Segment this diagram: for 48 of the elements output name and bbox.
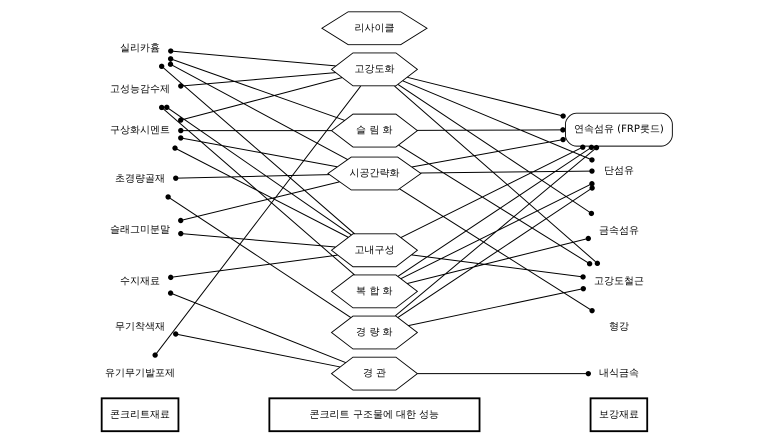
connector: [418, 370, 592, 376]
node-box: 보강재료: [590, 397, 648, 432]
node-text: 유기무기발포제: [105, 368, 176, 380]
connector: [164, 104, 352, 236]
node-box: 콘크리트재료: [100, 397, 180, 432]
connector: [417, 127, 566, 133]
node-box: 연속섬유 (FRP롯드): [564, 112, 673, 147]
node-text: 초경량골재: [115, 174, 166, 185]
connector: [178, 135, 338, 168]
connector: [178, 230, 336, 248]
connector: [408, 286, 586, 326]
connector: [394, 144, 600, 316]
node-text: 고강도철근: [594, 276, 644, 287]
connector: [172, 145, 348, 238]
connector: [178, 77, 342, 123]
connector: [168, 62, 348, 160]
node-text: 단섬유: [604, 165, 634, 176]
node-text: 고성능감수제: [110, 84, 170, 96]
connector: [407, 236, 591, 284]
node-text: 구상화시멘트: [110, 125, 170, 136]
node-text: 수지재료: [120, 276, 160, 287]
node-text: 내식금속: [598, 368, 639, 380]
connector: [168, 56, 345, 121]
connector: [178, 128, 332, 134]
connector: [178, 181, 340, 224]
node-text: 슬래그미분말: [110, 224, 170, 236]
connector: [165, 194, 351, 318]
connector: [420, 168, 595, 174]
connector: [407, 76, 566, 119]
connector: [158, 104, 355, 276]
connector: [394, 86, 600, 266]
connector: [412, 136, 566, 168]
connector: [173, 331, 340, 368]
connector: [173, 174, 330, 181]
connector: [402, 80, 595, 163]
connector: [168, 254, 338, 280]
connector: [411, 254, 586, 280]
connector: [168, 290, 346, 364]
connector: [178, 72, 336, 89]
node-text: 실리카흄: [120, 42, 160, 54]
node-text: 금속섬유: [598, 226, 639, 237]
connector: [152, 86, 362, 358]
connector: [400, 144, 586, 238]
node-text: 형강: [608, 322, 629, 333]
node-box: 콘크리트 구조물에 대한 성능: [268, 397, 480, 432]
node-text: 무기착색재: [115, 322, 166, 333]
connector: [158, 64, 355, 234]
connector: [168, 48, 336, 66]
